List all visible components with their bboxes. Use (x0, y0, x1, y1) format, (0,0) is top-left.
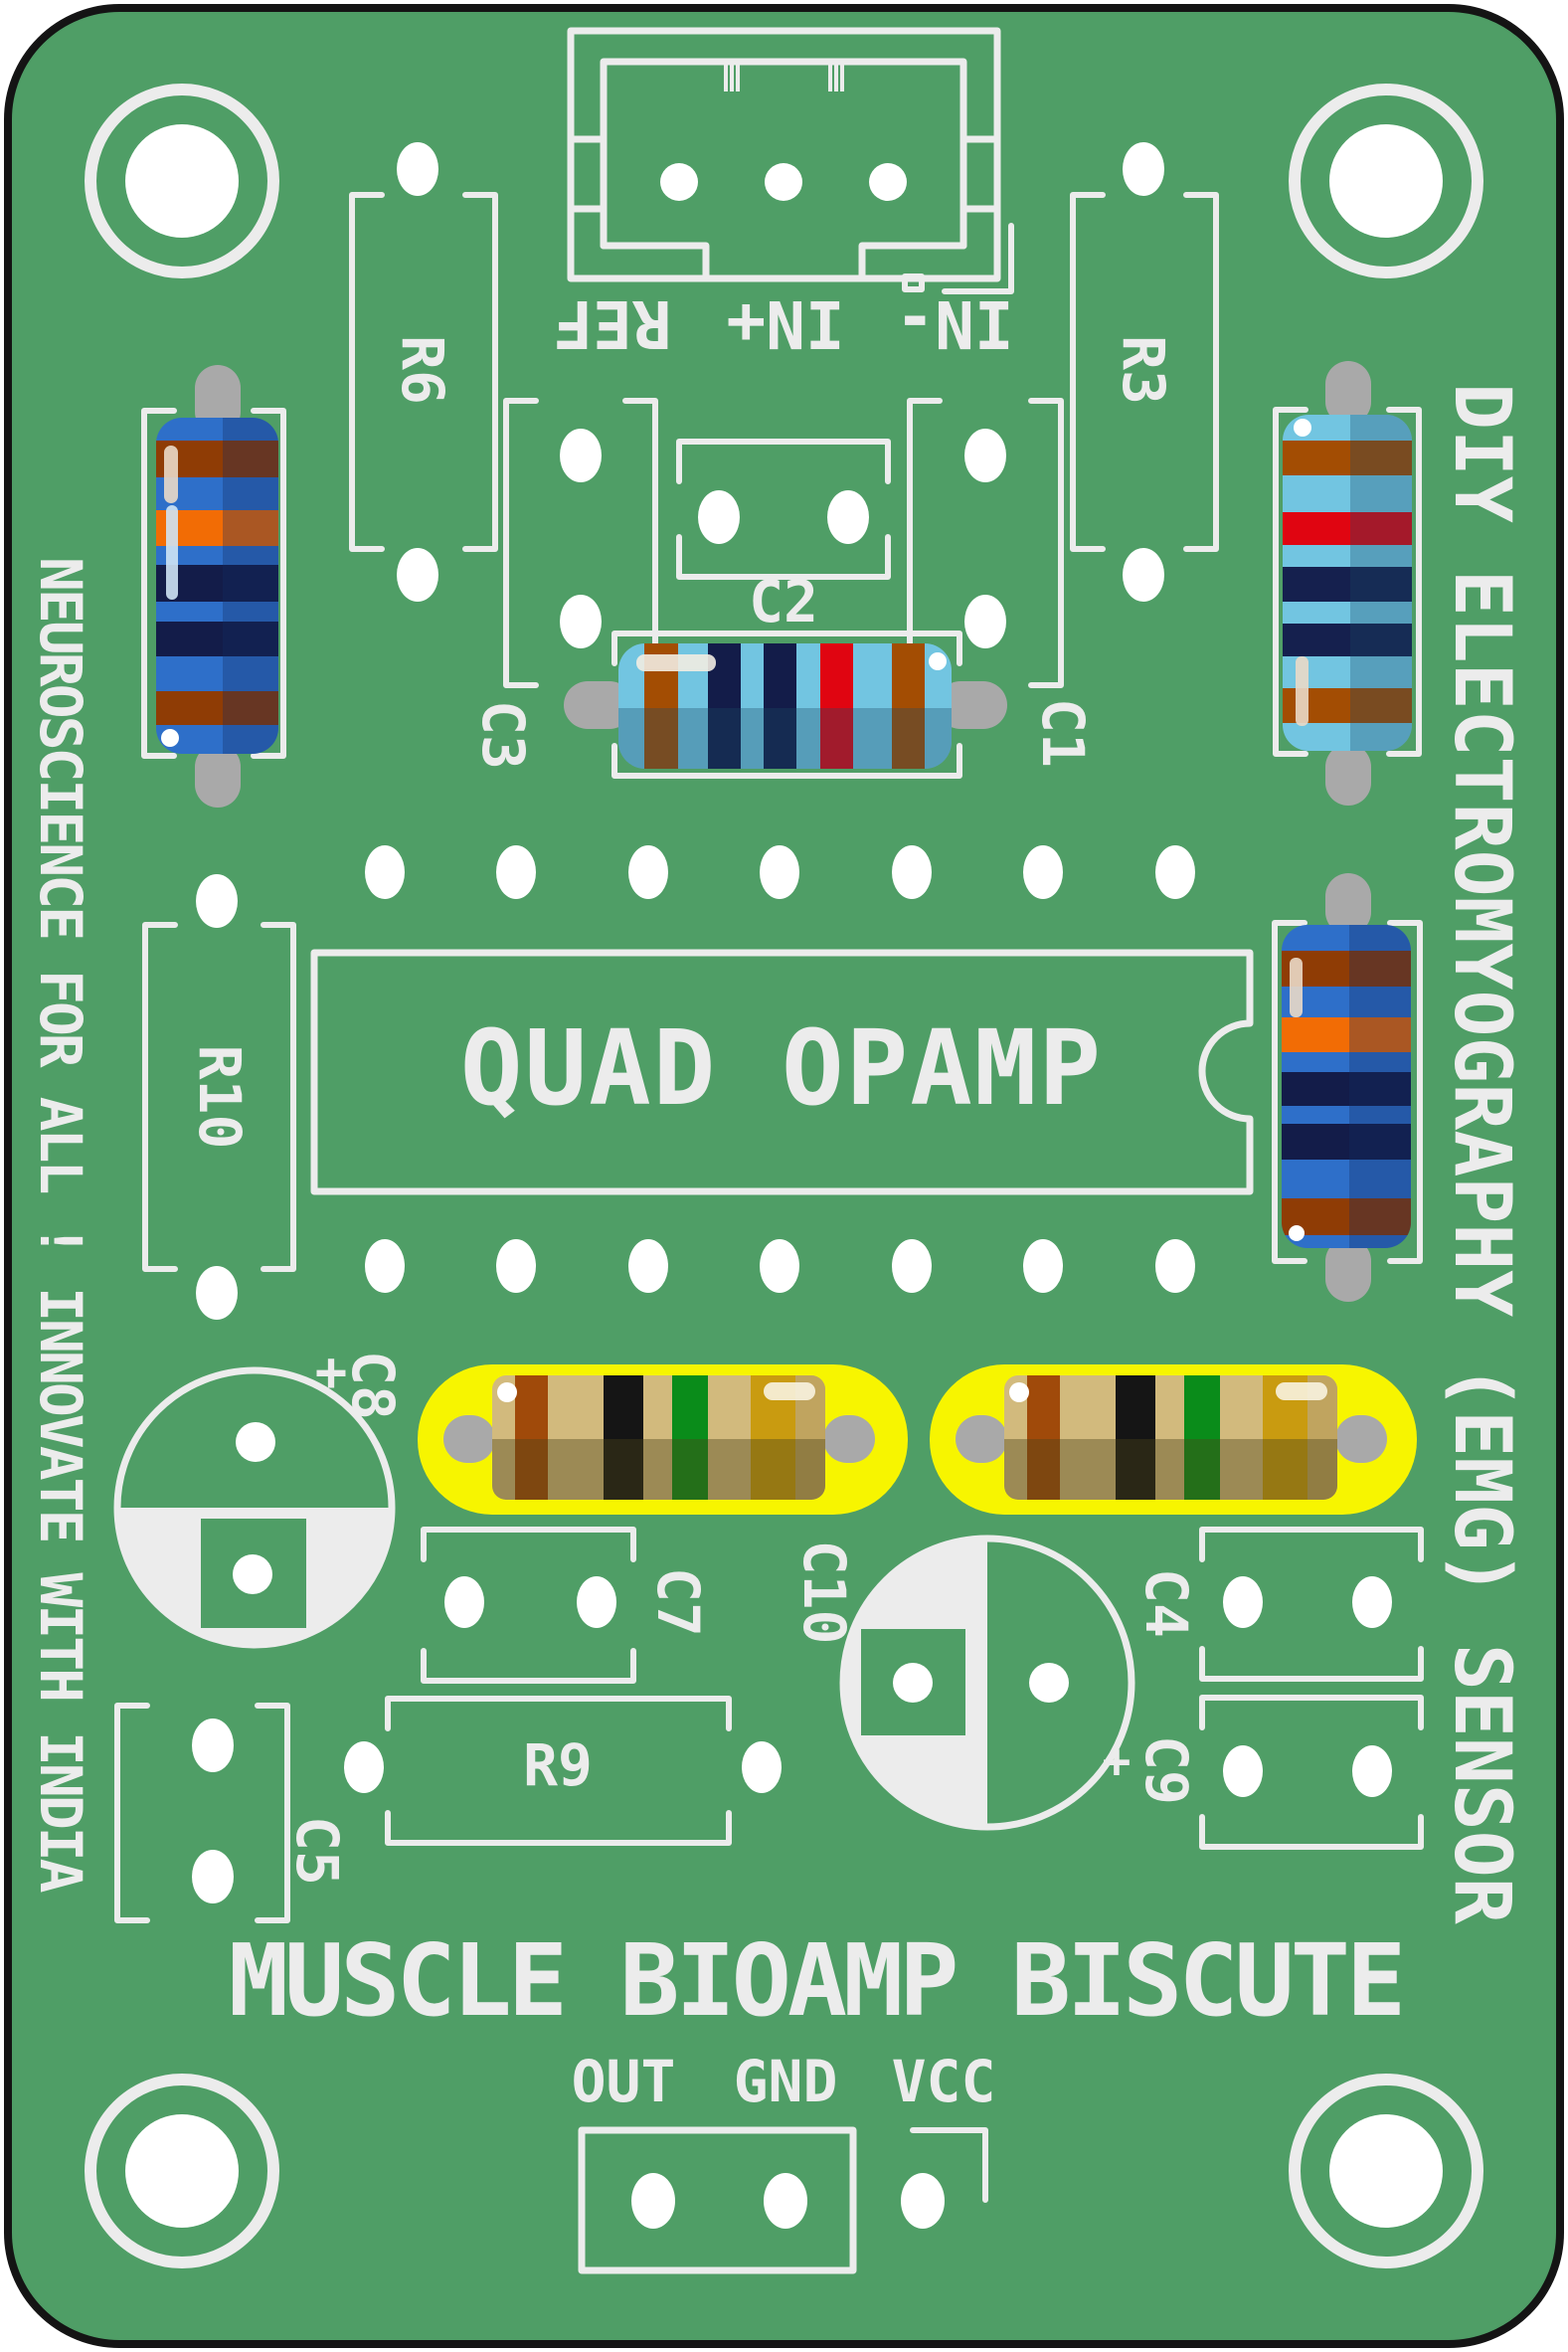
refdes-c8: C8 (339, 1351, 407, 1420)
footprint-c9 (1199, 1695, 1424, 1850)
board-title: MUSCLE BIOAMP BISCUTE (229, 1922, 1402, 2039)
footprint-c7 (421, 1527, 636, 1684)
resistor-yellow-right (930, 1364, 1417, 1515)
connector-hole-ref (869, 163, 907, 201)
refdes-c2: C2 (749, 568, 818, 635)
footprint-c4 (1199, 1527, 1424, 1682)
refdes-c10: C10 (790, 1540, 858, 1645)
footprint-r9 (344, 1696, 782, 1846)
resistor-left (141, 365, 286, 808)
input-connector-footprint (567, 27, 1014, 294)
ic-pad-row-top (365, 845, 1195, 899)
pin-label-in-minus: IN- (895, 285, 1013, 362)
refdes-c4: C4 (1132, 1568, 1200, 1638)
connector-hole-in-plus (765, 163, 802, 201)
connector-hole-in-minus (660, 163, 698, 201)
ic-quad-opamp (310, 949, 1254, 1195)
pin-label-gnd: GND (734, 2048, 838, 2115)
refdes-c9: C9 (1132, 1735, 1200, 1805)
resistor-right-top (1273, 361, 1422, 806)
refdes-r6: R6 (389, 335, 456, 405)
refdes-r9: R9 (523, 1731, 593, 1799)
resistor-yellow-left (418, 1364, 908, 1515)
resistor-right-bottom (1272, 873, 1423, 1302)
ic-pad-row-bottom (365, 1239, 1195, 1293)
mounting-hole-bottom-left (85, 2074, 279, 2268)
pcb-board (4, 4, 1564, 2348)
footprint-r3 (1070, 142, 1219, 602)
c8-plus-mark: + (315, 1341, 348, 1403)
pin-label-out: OUT (572, 2048, 676, 2115)
pin-label-vcc: VCC (892, 2048, 996, 2115)
refdes-c1: C1 (1029, 698, 1097, 768)
ic-label: QUAD OPAMP (460, 1007, 1103, 1129)
refdes-r3: R3 (1110, 335, 1177, 405)
pin-label-in-plus: IN+ (726, 285, 844, 362)
footprint-r6 (349, 142, 498, 602)
refdes-c7: C7 (644, 1567, 712, 1637)
output-connector-footprint (578, 2126, 988, 2274)
refdes-r10: R10 (186, 1045, 254, 1150)
footprint-c5 (114, 1703, 290, 1923)
capacitor-c10 (839, 1535, 1135, 1831)
connector-hole-out (631, 2173, 675, 2229)
capacitor-c8 (113, 1366, 396, 1649)
left-banner-text: NEUROSCIENCE FOR ALL ! INNOVATE WITH IND… (27, 557, 94, 1893)
footprint-r10 (142, 874, 296, 1320)
connector-hole-vcc (901, 2173, 945, 2229)
footprint-c1 (907, 398, 1064, 688)
mounting-hole-bottom-right (1289, 2074, 1483, 2268)
pin-label-ref: REF (553, 285, 671, 362)
connector-hole-gnd (764, 2173, 807, 2229)
mounting-hole-top-right (1289, 84, 1483, 278)
c9-plus-mark: + (1103, 1733, 1132, 1789)
footprint-c2 (676, 439, 891, 580)
right-banner-text: DIY ELECTROMYOGRAPHY (EMG) SENSOR (1437, 383, 1526, 1924)
refdes-c3: C3 (469, 700, 537, 770)
resistor-horizontal-c2 (564, 631, 1007, 779)
refdes-c5: C5 (283, 1816, 351, 1886)
mounting-hole-top-left (85, 84, 279, 278)
